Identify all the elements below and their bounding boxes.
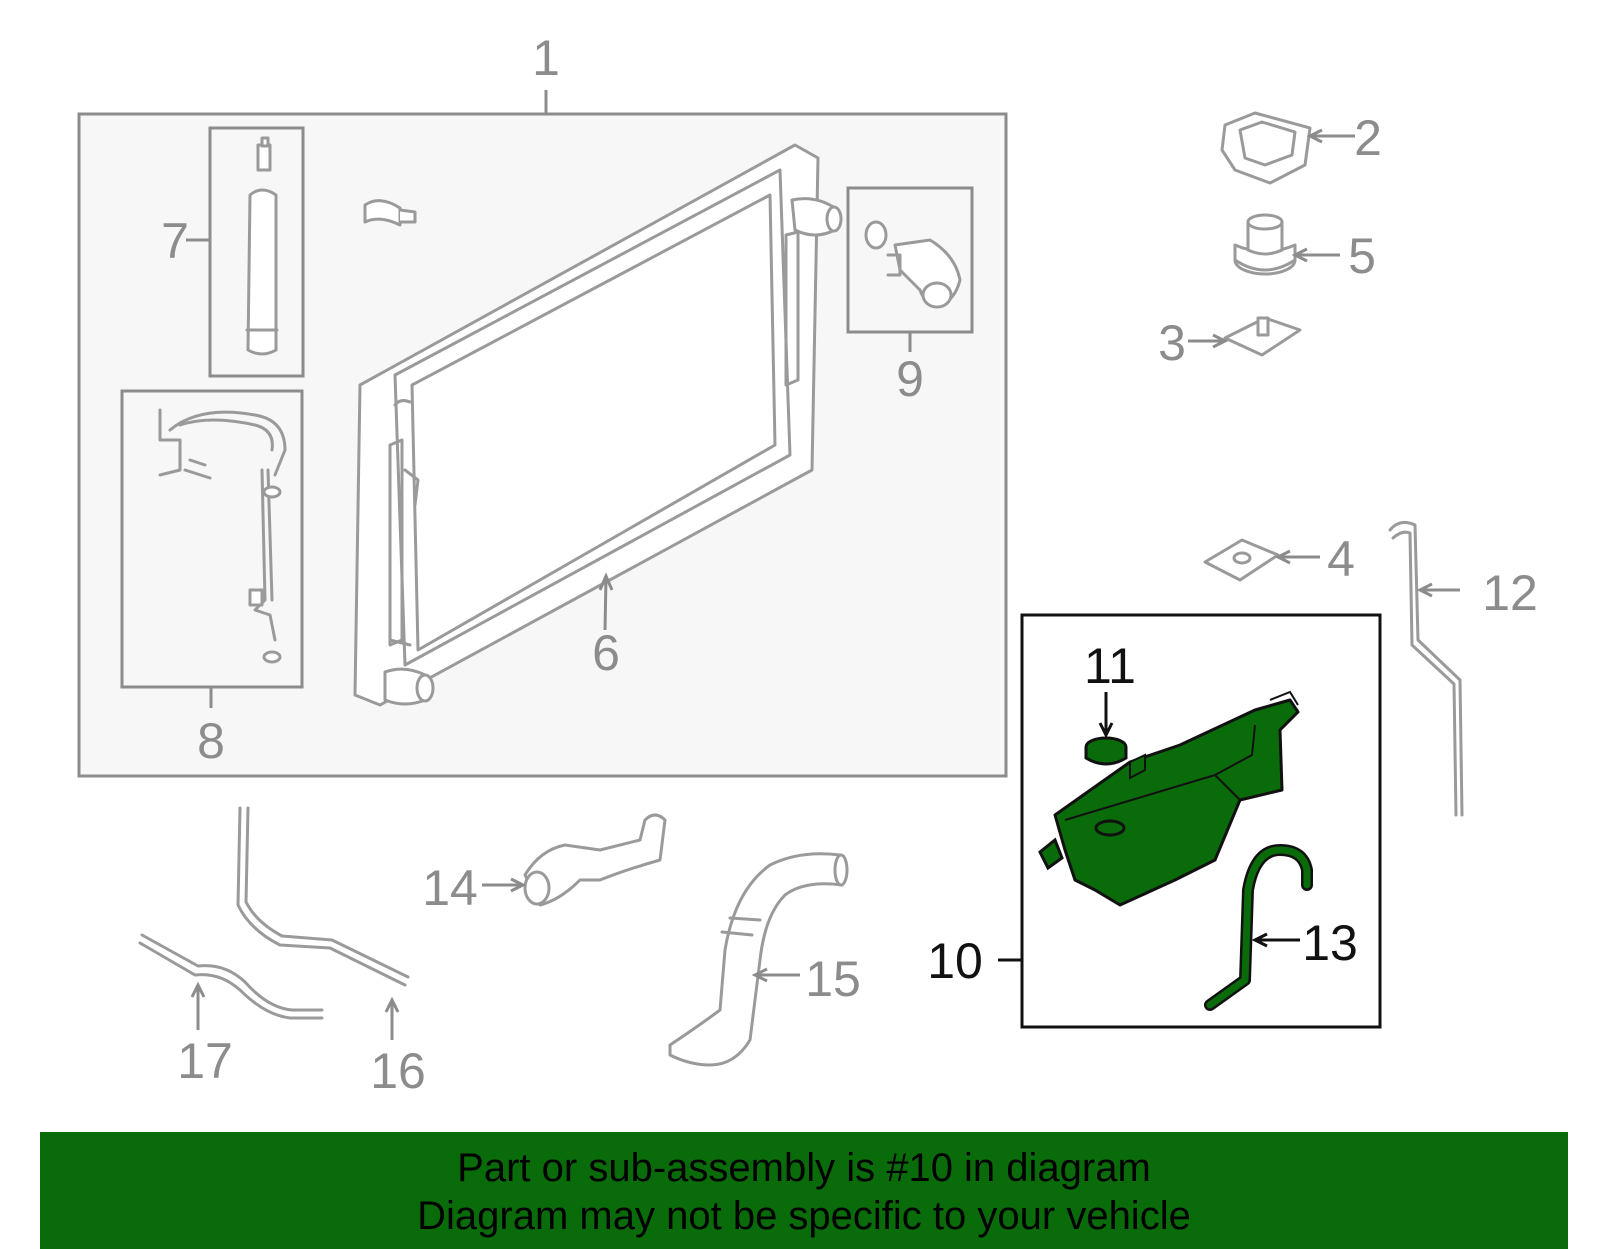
callout-14: 14: [422, 860, 478, 916]
info-banner: Part or sub-assembly is #10 in diagram D…: [40, 1132, 1568, 1249]
callout-16: 16: [370, 1043, 426, 1099]
reservoir-hose-part[interactable]: [1204, 844, 1313, 1011]
callout-9: 9: [896, 351, 924, 407]
heater-hose-part[interactable]: [236, 806, 410, 987]
callout-12: 12: [1482, 565, 1538, 621]
mount-insulator-part[interactable]: [1233, 213, 1297, 276]
upper-hose-part[interactable]: [523, 813, 667, 907]
callout-4: 4: [1327, 531, 1355, 587]
banner-line-2: Diagram may not be specific to your vehi…: [417, 1194, 1191, 1238]
radiator-cap-part[interactable]: [1220, 111, 1312, 185]
overflow-hose-part[interactable]: [1388, 520, 1464, 817]
callout-6: 6: [592, 625, 620, 681]
water-outlet-part[interactable]: [864, 220, 962, 309]
callout-3: 3: [1158, 315, 1186, 371]
lower-hose-part[interactable]: [668, 852, 849, 1067]
ac-pipe-part[interactable]: [158, 408, 287, 664]
callout-5: 5: [1348, 228, 1376, 284]
hose-clamp-part[interactable]: [363, 199, 417, 227]
bypass-hose-part[interactable]: [138, 933, 324, 1020]
callout-1: 1: [532, 30, 560, 86]
callout-15: 15: [805, 951, 861, 1007]
lower-bracket-part[interactable]: [1203, 538, 1280, 582]
callout-8: 8: [197, 713, 225, 769]
reservoir-cap-part[interactable]: [1084, 736, 1128, 766]
callout-17: 17: [177, 1033, 233, 1089]
receiver-drier-part[interactable]: [245, 136, 279, 356]
callout-11: 11: [1084, 638, 1136, 694]
callout-13: 13: [1302, 915, 1358, 971]
callout-7: 7: [161, 213, 189, 269]
coolant-reservoir-part[interactable]: [1038, 690, 1300, 907]
callout-2: 2: [1354, 110, 1382, 166]
mount-bracket-part[interactable]: [1223, 316, 1302, 357]
radiator-part[interactable]: [353, 143, 843, 707]
banner-line-1: Part or sub-assembly is #10 in diagram: [457, 1146, 1151, 1190]
subassembly-box-8: [120, 389, 304, 689]
callout-10: 10: [927, 933, 983, 989]
